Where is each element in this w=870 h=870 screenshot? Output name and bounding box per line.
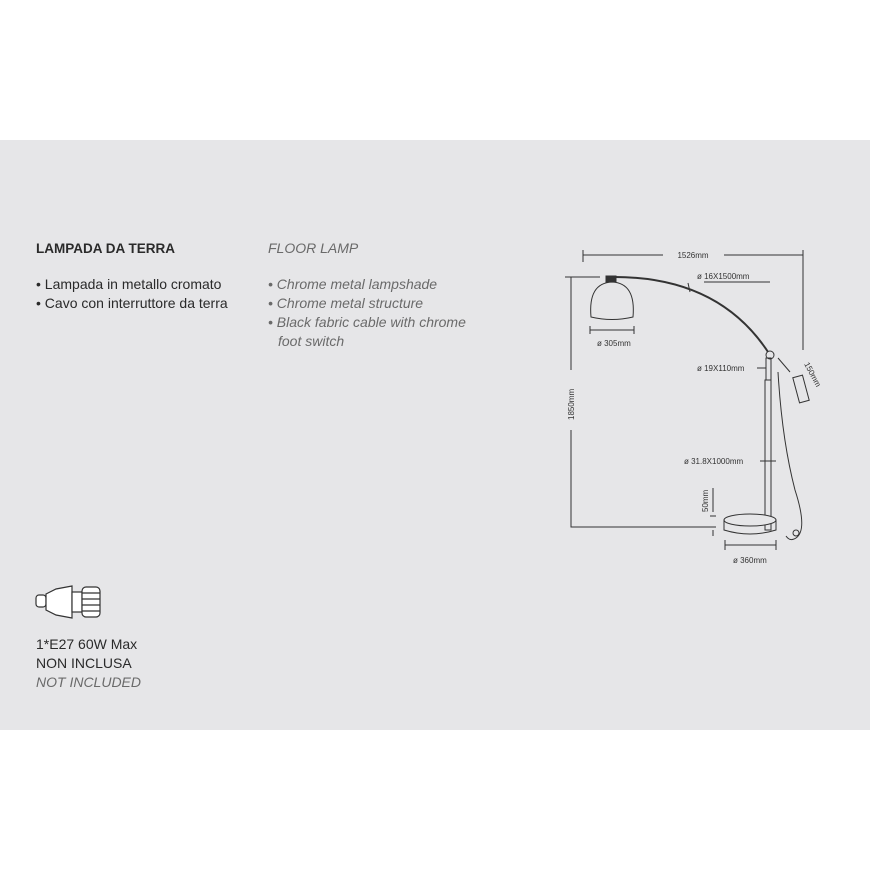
spec-panel: [0, 140, 870, 730]
pole-leader-lines: [757, 367, 776, 462]
shade-label: ø 305mm: [597, 339, 631, 348]
lamp-base: [723, 513, 777, 527]
joint: [765, 357, 772, 381]
base-label: ø 360mm: [733, 556, 767, 565]
base-height-label: 50mm: [701, 489, 710, 512]
base-height-dimension-line: [710, 488, 716, 536]
feature-item: Chrome metal lampshade: [268, 275, 468, 294]
width-dimension-line: [582, 250, 804, 350]
switch-dimension-line: [777, 357, 791, 373]
bulb-spec: 1*E27 60W Max: [36, 636, 138, 652]
shade-holder: [605, 275, 617, 283]
bulb-not-included-en: NOT INCLUDED: [36, 674, 142, 690]
italian-features: Lampada in metallo cromato Cavo con inte…: [36, 275, 236, 313]
height-dimension-line: [565, 276, 713, 528]
bulb-not-included-it: NON INCLUSA: [36, 655, 132, 671]
cable: [777, 371, 803, 541]
cable-plug: [792, 529, 800, 537]
pole: [764, 379, 772, 531]
feature-item: Cavo con interruttore da terra: [36, 294, 236, 313]
width-label: 1526mm: [677, 251, 708, 260]
feature-item: Chrome metal structure: [268, 294, 468, 313]
arm-label: ø 16X1500mm: [697, 272, 750, 281]
arm-dimension-tick: [687, 282, 691, 293]
arm-pivot: [765, 350, 775, 360]
foot-switch: [792, 374, 810, 404]
height-label: 1850mm: [567, 389, 576, 420]
feature-item: Lampada in metallo cromato: [36, 275, 236, 294]
english-title: FLOOR LAMP: [268, 240, 359, 256]
english-features: Chrome metal lampshade Chrome metal stru…: [268, 275, 468, 351]
bulb-icon: [35, 585, 101, 619]
lampshade: [590, 281, 634, 320]
lamp-arm: [611, 275, 771, 356]
lamp-base-side: [723, 520, 777, 535]
base-dimension-line: [724, 540, 777, 550]
pole-label: ø 31.8X1000mm: [684, 457, 743, 466]
shade-dimension-line: [589, 326, 635, 334]
italian-title: LAMPADA DA TERRA: [36, 241, 175, 256]
feature-item: Black fabric cable with chrome foot swit…: [268, 313, 468, 351]
joint-label: ø 19X110mm: [697, 364, 745, 373]
